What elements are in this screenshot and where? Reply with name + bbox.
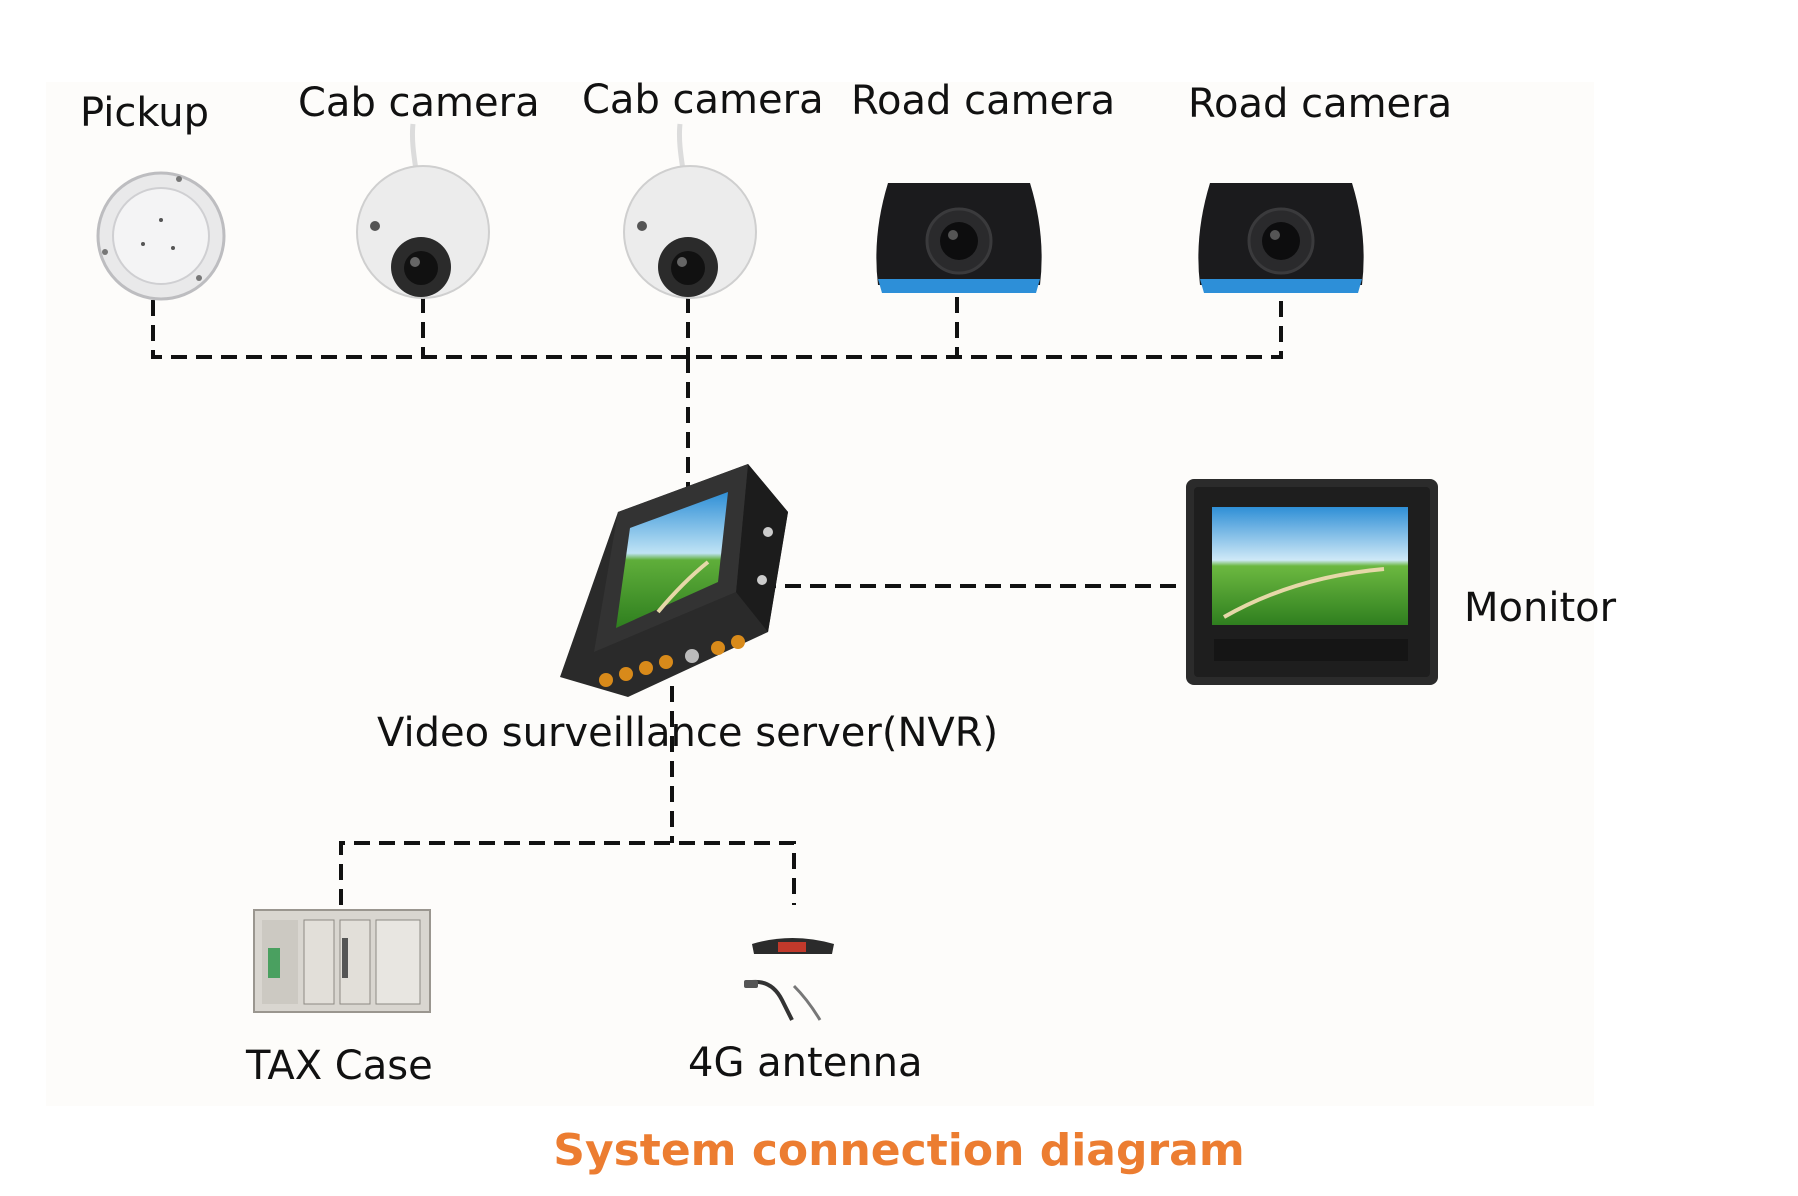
monitor-device [1184,477,1440,691]
monitor-label: Monitor [1464,585,1617,631]
top-bus-line [151,297,1283,359]
pickup-label: Pickup [80,90,210,136]
tax-case-device [252,908,432,1018]
4g-antenna-label: 4G antenna [688,1040,923,1086]
diagram-caption: System connection diagram [553,1125,1245,1176]
tax-case-label: TAX Case [246,1043,433,1089]
road-camera-1-label: Road camera [851,78,1116,124]
4g-antenna-device [742,930,842,1026]
pickup-device [95,170,227,306]
bottom-bus-line [339,841,796,905]
nvr-device [558,462,798,706]
cab-camera-1-label: Cab camera [298,80,540,126]
road-camera-2-device [1192,175,1370,301]
cab-camera-1-device [355,122,495,306]
nvr-label: Video surveillance server(NVR) [377,710,999,756]
cab-camera-2-device [622,122,762,306]
road-camera-1-device [870,175,1048,301]
road-camera-2-label: Road camera [1188,81,1453,127]
cab-camera-2-label: Cab camera [582,77,824,123]
